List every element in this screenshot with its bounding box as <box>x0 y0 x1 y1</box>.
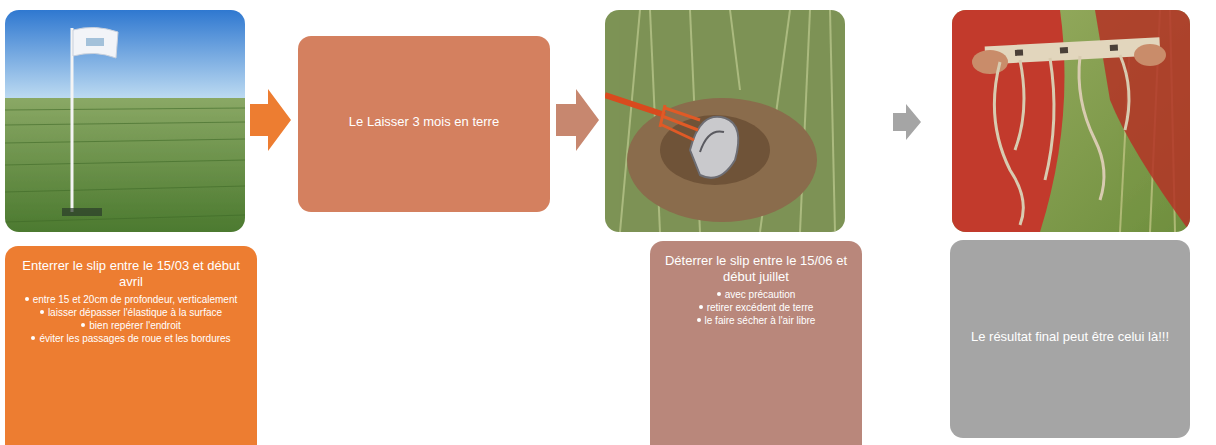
bullet-item: bien repérer l'endroit <box>19 320 243 332</box>
bullet-dot <box>697 318 701 322</box>
step-arrow <box>893 104 921 140</box>
field-photo <box>5 10 245 232</box>
bullet-dot <box>40 310 44 314</box>
bullet-text: laisser dépasser l'élastique à la surfac… <box>48 307 222 318</box>
bullet-item: laisser dépasser l'élastique à la surfac… <box>19 307 243 319</box>
box-heading: Le Laisser 3 mois en terre <box>312 114 536 130</box>
digging-photo <box>605 10 845 232</box>
step-arrow <box>556 89 599 151</box>
step-box: Le Laisser 3 mois en terre <box>298 36 550 212</box>
step-arrow <box>250 89 291 151</box>
step-box: Le résultat final peut être celui là!!! <box>950 240 1190 438</box>
bullet-item: éviter les passages de roue et les bordu… <box>19 333 243 345</box>
box-content: Enterrer le slip entre le 15/03 et début… <box>19 258 243 346</box>
result-photo <box>952 10 1190 232</box>
box-content: Déterrer le slip entre le 15/06 et début… <box>664 253 848 328</box>
box-heading: Le résultat final peut être celui là!!! <box>964 329 1176 345</box>
step-box: Enterrer le slip entre le 15/03 et début… <box>5 246 257 445</box>
box-heading: Enterrer le slip entre le 15/03 et début… <box>19 258 243 290</box>
bullet-item: avec précaution <box>664 289 848 301</box>
step-box: Déterrer le slip entre le 15/06 et début… <box>650 241 862 445</box>
bullet-text: retirer excédent de terre <box>707 302 814 313</box>
box-content: Le Laisser 3 mois en terre <box>312 114 536 134</box>
bullet-dot <box>81 323 85 327</box>
bullet-text: éviter les passages de roue et les bordu… <box>39 333 230 344</box>
bullet-item: entre 15 et 20cm de profondeur, vertical… <box>19 294 243 306</box>
bullet-item: retirer excédent de terre <box>664 302 848 314</box>
box-heading: Déterrer le slip entre le 15/06 et début… <box>664 253 848 285</box>
box-content: Le résultat final peut être celui là!!! <box>964 329 1176 349</box>
bullet-text: le faire sécher à l'air libre <box>705 315 816 326</box>
bullet-dot <box>25 297 29 301</box>
bullet-text: avec précaution <box>725 289 796 300</box>
bullet-dot <box>717 292 721 296</box>
bullet-dot <box>31 336 35 340</box>
bullet-dot <box>699 305 703 309</box>
bullet-text: bien repérer l'endroit <box>89 320 180 331</box>
bullet-text: entre 15 et 20cm de profondeur, vertical… <box>33 294 238 305</box>
bullet-item: le faire sécher à l'air libre <box>664 315 848 327</box>
